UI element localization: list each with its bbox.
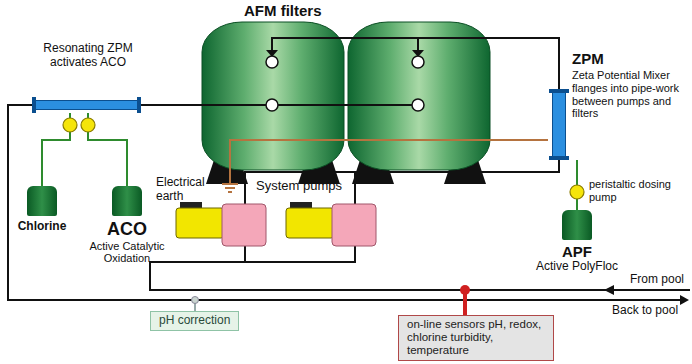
node-heading: Resonating ZPM activates ACO — [28, 42, 148, 70]
node-heading: on-line sensors pH, redox, chlorine turb… — [407, 318, 545, 358]
flow-label: Back to pool — [612, 304, 678, 318]
zpm-flange — [549, 156, 569, 160]
filter-tank — [348, 22, 490, 170]
zpm-flange — [137, 97, 141, 113]
system-pump — [176, 202, 266, 246]
node-heading: ZPM — [572, 50, 690, 67]
earth-symbol — [222, 176, 238, 192]
node-heading: pH correction — [159, 314, 230, 328]
system-pump — [286, 202, 376, 246]
part-label: peristaltic dosing pump — [589, 178, 685, 203]
chemical-tank-body — [562, 210, 592, 240]
node-heading: Chlorine — [16, 220, 68, 234]
node-heading: APF — [530, 243, 624, 260]
zpm-flange — [549, 89, 569, 93]
node-heading: ACO — [82, 219, 172, 240]
zpm-bar — [552, 92, 566, 160]
sensor-tap-point — [460, 285, 470, 295]
chemical-tank: ACOActive Catalytic Oxidation — [82, 186, 172, 265]
chemical-tank: Chlorine — [16, 186, 68, 234]
chemical-tank-body — [112, 186, 142, 216]
process-box: pH correction — [150, 311, 239, 331]
zpm-mixer: Resonating ZPM activates ACO — [28, 40, 148, 113]
zpm-bar — [35, 100, 140, 110]
zpm-flange — [32, 97, 36, 113]
zpm-mixer: ZPM Zeta Potential Mixer flanges into pip… — [548, 50, 690, 160]
pipework — [8, 38, 690, 300]
dosing-pump — [63, 118, 584, 199]
group-title: AFM filters — [244, 2, 322, 19]
filter-ports — [266, 56, 424, 111]
node-heading: Electrical earth — [156, 176, 218, 204]
chemical-tank-body — [27, 186, 57, 216]
earth-wire — [230, 140, 548, 176]
arrowheads — [266, 50, 689, 305]
part-label: System pumps — [256, 179, 342, 194]
node-body: Zeta Potential Mixer flanges into pipe-w… — [572, 69, 688, 120]
ph-tap-point — [192, 297, 199, 304]
earth-label: Electrical earth — [156, 176, 242, 206]
node-body: Active PolyFloc — [530, 260, 624, 274]
flow-label: From pool — [630, 273, 684, 287]
process-box: on-line sensors pH, redox, chlorine turb… — [398, 315, 554, 361]
chemical-tank: APFActive PolyFloc — [530, 210, 624, 274]
node-body: Active Catalytic Oxidation — [82, 240, 172, 265]
